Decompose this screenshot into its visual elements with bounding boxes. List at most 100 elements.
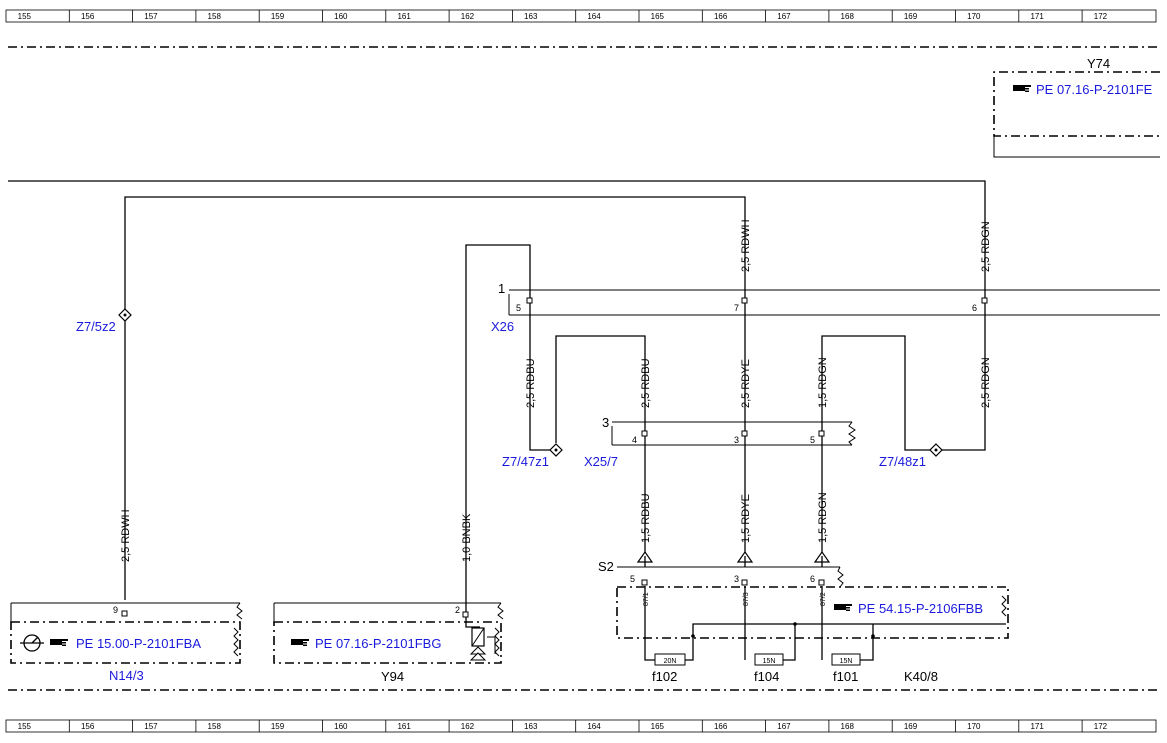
ruler-number: 163 (524, 12, 538, 21)
svg-text:f101: f101 (833, 669, 858, 684)
svg-text:f104: f104 (754, 669, 779, 684)
ruler-number: 166 (714, 722, 728, 731)
x25-7-number: 3 (602, 415, 609, 430)
wire-rdbu-right (555, 335, 646, 443)
ruler-number: 171 (1030, 722, 1044, 731)
component-y74: Y74 PE 07.16-P-2101FE (993, 56, 1160, 158)
pointing-hand-icon (291, 639, 309, 646)
svg-text:Z7/5z2: Z7/5z2 (76, 319, 116, 334)
ruler-number: 160 (334, 722, 348, 731)
connector-x25-7: 3 4 3 5 X25/7 (584, 415, 856, 469)
ruler-number: 155 (18, 12, 32, 21)
ruler-number: 165 (651, 12, 665, 21)
x26-pin-5: 5 (516, 303, 521, 313)
ruler-number: 156 (81, 12, 95, 21)
component-s2: S2 5 3 6 (598, 559, 844, 588)
ruler-number: 167 (777, 722, 791, 731)
wire-rdgn-top (8, 180, 986, 300)
ruler-number: 163 (524, 722, 538, 731)
svg-text:87/1: 87/1 (643, 592, 650, 606)
fuse-network: 20N f102 15N f104 15N f101 (644, 586, 1006, 684)
wire-rdgn-right (941, 303, 986, 451)
svg-text:15N: 15N (840, 658, 853, 665)
wire-label: 1,5 RDGN (817, 492, 829, 543)
wire-label: 1,5 RDBU (640, 493, 652, 543)
wire-bnbk (465, 244, 531, 612)
sensor-symbol-icon (20, 634, 44, 652)
wire-label: 2,5 RDBU (525, 358, 537, 408)
n14-3-label: N14/3 (109, 668, 144, 683)
svg-text:3: 3 (734, 574, 739, 584)
wire-labels: 2,5 RDWH 2,5 RDGN 2,5 RDWH 1,0 BNBK 2,5 … (120, 219, 992, 562)
ruler-number: 157 (144, 722, 158, 731)
svg-text:5: 5 (810, 435, 815, 445)
svg-text:87/2: 87/2 (820, 592, 827, 606)
svg-text:6: 6 (810, 574, 815, 584)
ruler-number: 161 (397, 722, 411, 731)
pointing-hand-icon (1013, 85, 1031, 92)
ruler-number: 167 (777, 12, 791, 21)
wire-label: 2,5 RDGN (980, 221, 992, 272)
pointing-hand-icon (834, 604, 852, 611)
wire-label: 1,5 RDGN (817, 357, 829, 408)
svg-text:5: 5 (630, 574, 635, 584)
k40-8-label: K40/8 (904, 669, 938, 684)
svg-text:20N: 20N (664, 658, 677, 665)
ruler-number: 159 (271, 722, 285, 731)
svg-text:4: 4 (632, 435, 637, 445)
splice-z7-47z1: Z7/47z1 (502, 443, 563, 469)
svg-text:9: 9 (113, 605, 118, 615)
svg-text:2: 2 (455, 605, 460, 615)
ruler-number: 172 (1094, 12, 1108, 21)
wire-label: 2,5 RDYE (740, 359, 752, 408)
ruler-number: 158 (208, 12, 222, 21)
svg-text:3: 3 (734, 435, 739, 445)
ruler-number: 171 (1030, 12, 1044, 21)
solenoid-valve-icon (465, 617, 496, 661)
svg-text:87/3: 87/3 (743, 592, 750, 606)
x26-number: 1 (498, 281, 505, 296)
splice-z7-5z2: Z7/5z2 (76, 308, 132, 334)
x26-label: X26 (491, 319, 514, 334)
x26-pin-7: 7 (734, 303, 739, 313)
y74-label: Y74 (1087, 56, 1110, 71)
ruler-number: 165 (651, 722, 665, 731)
arrow-markers (636, 550, 831, 567)
svg-text:Z7/48z1: Z7/48z1 (879, 454, 926, 469)
component-n14-3: 9 PE 15.00-P-2101FBA N14/3 (10, 602, 243, 683)
y74-reference-link[interactable]: PE 07.16-P-2101FE (1036, 82, 1153, 97)
wire-label: 2,5 RDWH (120, 509, 132, 562)
ruler-number: 161 (397, 12, 411, 21)
ruler-number: 158 (208, 722, 222, 731)
fuse-f102: 20N f102 (652, 653, 686, 684)
connector-x26: 1 5 7 6 X26 (491, 281, 1160, 334)
ruler-number: 156 (81, 722, 95, 731)
pointing-hand-icon (50, 639, 68, 646)
wire-rdbu-left (529, 303, 551, 451)
svg-text:f102: f102 (652, 669, 677, 684)
svg-text:15N: 15N (763, 658, 776, 665)
y94-reference-link[interactable]: PE 07.16-P-2101FBG (315, 636, 441, 651)
ruler-number: 164 (587, 722, 601, 731)
fuse-f101: 15N f101 (831, 653, 861, 684)
ruler-number: 168 (841, 722, 855, 731)
k40-8-reference-link[interactable]: PE 54.15-P-2106FBB (858, 601, 983, 616)
wire-label: 2,5 RDGN (980, 357, 992, 408)
n14-3-reference-link[interactable]: PE 15.00-P-2101FBA (76, 636, 201, 651)
ruler-number: 170 (967, 12, 981, 21)
fuse-f104: 15N f104 (754, 653, 784, 684)
wire-label: 2,5 RDBU (640, 358, 652, 408)
x25-7-label: X25/7 (584, 454, 618, 469)
s2-label: S2 (598, 559, 614, 574)
wire-rdgn-mid (821, 335, 931, 451)
y94-label: Y94 (381, 669, 404, 684)
ruler-number: 162 (461, 722, 475, 731)
ruler-number: 159 (271, 12, 285, 21)
wire-rdwh (124, 196, 746, 600)
wire-label: 1,5 RDYE (740, 494, 752, 543)
ruler-number: 157 (144, 12, 158, 21)
component-y94: 2 PE 07.16-P-2101FBG Y94 (273, 602, 504, 684)
